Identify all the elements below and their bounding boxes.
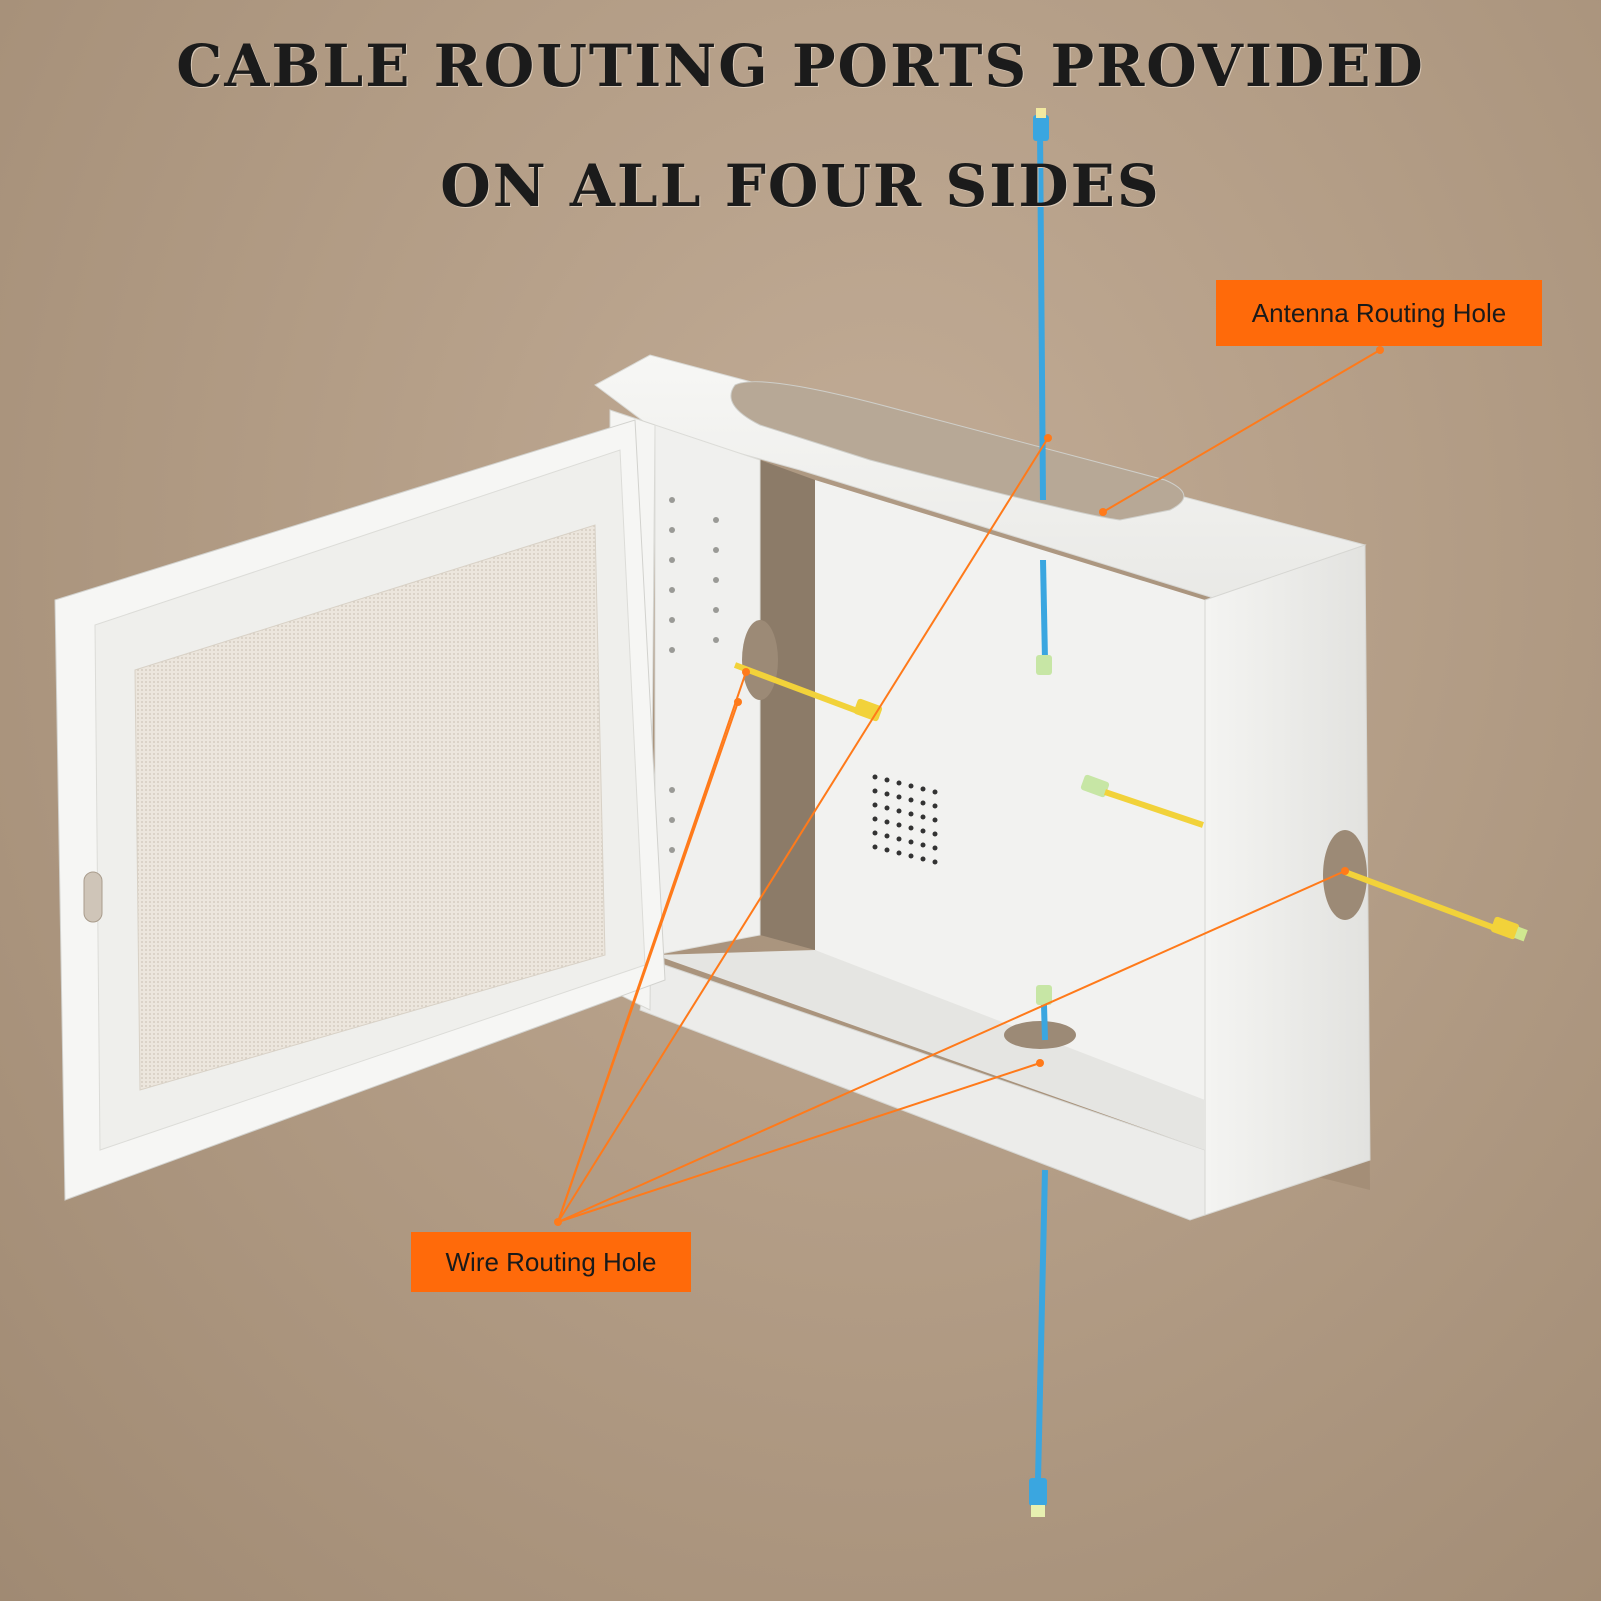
- cabinet-inner-gap: [760, 460, 815, 950]
- door-mesh-panel: [134, 524, 606, 1091]
- vent-holes: [872, 774, 938, 865]
- door-handle: [83, 871, 103, 923]
- blue-cable-inner-top: [1036, 559, 1052, 675]
- cabinet-back-panel: [815, 480, 1205, 1150]
- cabinet-bottom-inner: [655, 950, 1205, 1150]
- leader-lines: [557, 349, 1381, 1223]
- yellow-cable-inner-right: [1080, 774, 1204, 828]
- headline-line-1: CABLE ROUTING PORTS PROVIDED: [176, 32, 1425, 100]
- antenna-slot: [730, 381, 1185, 521]
- blue-cable-top: [1033, 108, 1049, 501]
- bottom-routing-hole: [1004, 1021, 1076, 1049]
- blue-cable-bottom: [1029, 985, 1052, 1517]
- headline-line-2: ON ALL FOUR SIDES: [440, 152, 1161, 220]
- left-routing-hole: [742, 620, 778, 700]
- cabinet-left-inner-wall: [654, 424, 761, 956]
- wire-routing-hole-label: Wire Routing Hole: [411, 1232, 691, 1292]
- antenna-routing-hole-label: Antenna Routing Hole: [1216, 280, 1542, 346]
- leader-dots: [554, 346, 1384, 1226]
- cabinet-right-panel: [1204, 544, 1371, 1216]
- yellow-cable-right: [1343, 869, 1528, 942]
- hinge-holes: [669, 497, 719, 853]
